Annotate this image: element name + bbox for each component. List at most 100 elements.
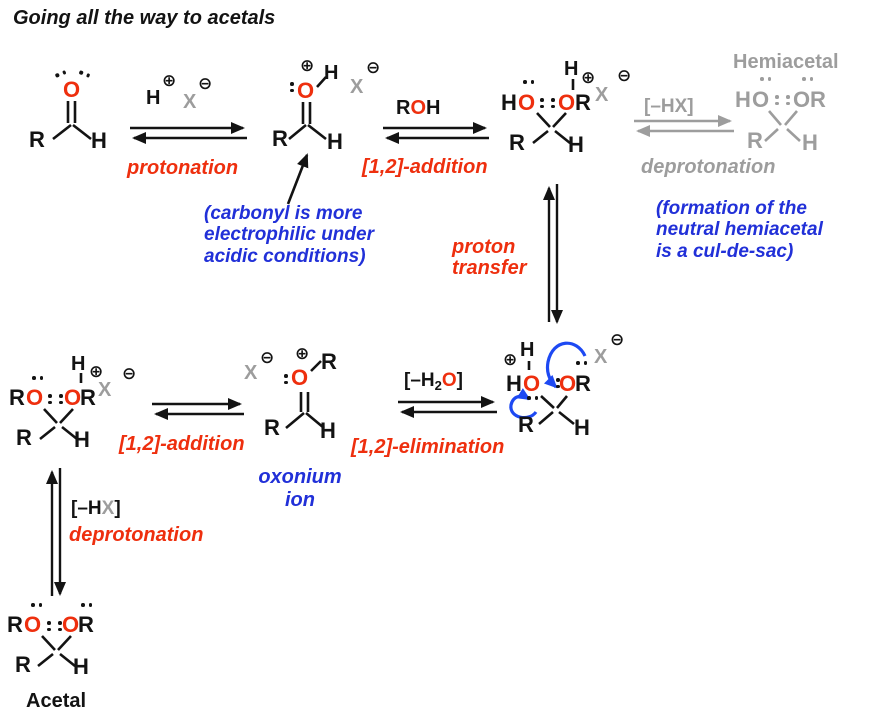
oxonium-or-r: R — [321, 349, 337, 374]
curved-arrow-or-lone-pair — [543, 341, 587, 389]
oxonium-ion-label: oxonium ion — [258, 466, 342, 511]
oh-proton: H — [324, 62, 339, 84]
protonated-hemiacetal-bonds — [532, 79, 575, 145]
minus-water-post: ] — [456, 370, 463, 391]
alkoxy-o: O — [559, 371, 577, 396]
minus-charge-icon: ⊖ — [366, 58, 381, 78]
hemiacetal-ho-o: O — [752, 87, 770, 112]
lone-pair-icon — [540, 98, 544, 109]
equilibrium-arrow-deprotonation-gray — [634, 115, 734, 137]
alkoxy-r: R — [575, 371, 591, 396]
counterion-x: X — [350, 76, 364, 98]
plus-charge-icon: ⊕ — [581, 68, 596, 88]
equilibrium-arrow-elimination — [398, 396, 497, 418]
alkoxy-o: O — [558, 90, 576, 115]
equilibrium-arrow-addition1 — [383, 122, 489, 144]
protonated-carbonyl-bonds — [288, 76, 327, 141]
plus-charge-icon: ⊕ — [89, 362, 104, 382]
lone-pair-icon — [48, 394, 52, 405]
lone-pair-icon — [775, 95, 779, 106]
step-label-elimination: [1,2]-elimination — [351, 436, 505, 458]
o-plus-proton: H — [564, 58, 579, 80]
minus-water-oxygen: O — [441, 370, 457, 391]
plus-charge-icon: ⊕ — [503, 350, 518, 370]
lone-pair-icon — [59, 394, 63, 405]
counterion-x: X — [595, 84, 609, 106]
oxonium-hydrogen: H — [320, 418, 336, 443]
counterion-x: X — [98, 379, 112, 401]
hemiacetal-title: Hemiacetal — [733, 51, 839, 73]
hemiacetal-ho-h: H — [735, 87, 751, 112]
oxonium-r-group: R — [264, 415, 280, 440]
hemiacetal-hydrogen: H — [802, 130, 818, 155]
electron-pushing-arrows — [509, 341, 587, 420]
acetal-r-group: R — [15, 652, 31, 677]
central-r-group: R — [518, 412, 534, 437]
minus-water-subscript: 2 — [434, 378, 442, 393]
lone-pair-icon — [576, 361, 588, 365]
central-r-group: R — [16, 425, 32, 450]
o-plus-proton: H — [520, 339, 535, 361]
o-plus-proton: H — [71, 353, 86, 375]
lone-pair-icon — [284, 374, 288, 385]
minus-water-pre: [–H — [404, 370, 435, 391]
lone-pair-icon — [551, 98, 555, 109]
minus-hx-x: X — [101, 498, 115, 519]
central-hydrogen: H — [74, 427, 90, 452]
acetal-bonds — [37, 635, 76, 668]
protonated-carbonyl-r-group: R — [272, 126, 288, 151]
acetal-title: Acetal — [26, 690, 87, 712]
central-r-group: R — [509, 130, 525, 155]
minus-hx-pre: [–H — [71, 498, 102, 519]
acetal-o1: O — [24, 612, 42, 637]
equilibrium-arrow-protonation — [130, 122, 247, 144]
hydroxyl-o: O — [523, 371, 541, 396]
lone-pair-icon — [760, 77, 772, 81]
counterion-x: X — [183, 91, 197, 113]
equilibrium-arrow-deprotonation-bottom — [46, 468, 66, 596]
alkoxy-r2: R — [80, 385, 96, 410]
note-cul-de-sac: (formation of the neutral hemiacetal is … — [656, 198, 823, 262]
acetal-o2: O — [62, 612, 80, 637]
oxonium-oxygen: O — [291, 365, 309, 390]
protonated-hemiacetal2-bonds — [527, 361, 575, 426]
acetal-hydrogen: H — [73, 654, 89, 679]
central-hydrogen: H — [574, 415, 590, 440]
hydroxyl-h: H — [506, 371, 522, 396]
hemiacetal-or-o: O — [793, 87, 811, 112]
step-label-addition1: [1,2]-addition — [362, 156, 488, 178]
minus-charge-icon: ⊖ — [610, 330, 625, 350]
roh-o: O — [410, 97, 427, 119]
step-label-deprotonation-gray: deprotonation — [641, 156, 776, 178]
lone-pair-icon — [527, 396, 539, 400]
counterion-x: X — [244, 362, 258, 384]
step-label-proton-transfer: proton transfer — [452, 236, 527, 279]
minus-charge-icon: ⊖ — [260, 348, 275, 368]
alkoxy-o1: O — [26, 385, 44, 410]
protonated-carbonyl-oxygen: O — [297, 78, 315, 103]
hydroxyl-h: H — [501, 90, 517, 115]
acetal-r2: R — [78, 612, 94, 637]
plus-charge-icon: ⊕ — [162, 71, 177, 91]
counterion-x: X — [594, 346, 608, 368]
roh-reagent: ROH — [396, 98, 440, 118]
aldehyde-r-group: R — [29, 127, 45, 152]
aldehyde-bonds — [52, 101, 92, 141]
plus-charge-icon: ⊕ — [300, 56, 315, 76]
acetal-r1: R — [7, 612, 23, 637]
lone-pair-icon — [556, 378, 560, 389]
minus-hx-post: ] — [114, 498, 121, 519]
equilibrium-arrow-proton-transfer — [543, 184, 563, 324]
oxonium-bonds — [285, 360, 325, 429]
minus-hx-label: [–HX] — [644, 96, 694, 117]
minus-water-label: [–H2O] — [404, 370, 463, 393]
aldehyde-oxygen: O — [63, 77, 81, 102]
aldehyde-hydrogen: H — [91, 128, 107, 153]
gray-hemiacetal-bonds — [764, 110, 801, 142]
lone-pair-icon — [58, 621, 62, 632]
step-label-deprotonation-bottom: deprotonation — [69, 524, 204, 546]
lone-pair-icon — [786, 95, 790, 106]
protonated-carbonyl-hydrogen: H — [327, 129, 343, 154]
